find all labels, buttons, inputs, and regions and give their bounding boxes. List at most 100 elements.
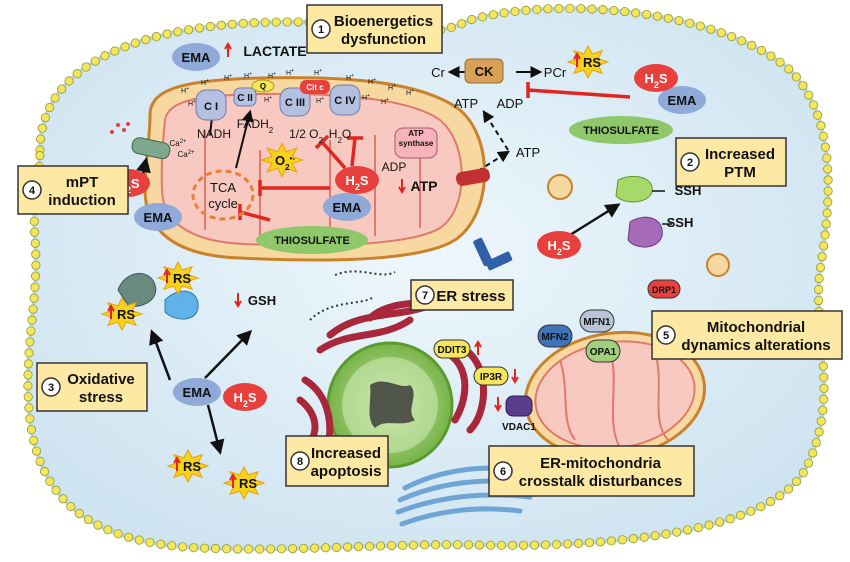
thiosulfate-oval: THIOSULFATE — [569, 116, 673, 144]
vdac1-label: VDAC1 — [502, 422, 536, 433]
h2s-oval: H2S — [537, 231, 581, 259]
ema-oval: EMA — [658, 86, 706, 114]
vesicle — [547, 174, 573, 200]
h2s-oval: H2S — [223, 383, 267, 411]
h2s-label: H2S — [233, 390, 256, 409]
mfn1-pill-label: MFN1 — [583, 317, 611, 328]
adp-top-label: ADP — [497, 96, 524, 111]
proton-label: H+ — [381, 97, 389, 106]
rs-label: RS — [173, 271, 191, 286]
proton-label: H+ — [264, 95, 272, 104]
proton-label: H+ — [268, 71, 276, 80]
ema-oval: EMA — [172, 43, 220, 71]
box-title-line: crosstalk disturbances — [519, 473, 682, 490]
box-number: 7 — [422, 290, 428, 302]
ema-label: EMA — [668, 93, 698, 108]
down-arrow-icon — [234, 293, 242, 308]
mfn1-pill: MFN1 — [579, 309, 615, 333]
thiosulfate-label: THIOSULFATE — [274, 235, 350, 247]
q-label: Q — [260, 82, 266, 91]
box-number: 8 — [297, 456, 303, 468]
ddit3-pill: DDIT3 — [433, 339, 471, 359]
proton-label: H+ — [368, 77, 376, 86]
h2s-label: H2S — [345, 173, 368, 192]
complex-iv: C IV — [334, 95, 356, 107]
mpt-pore — [131, 137, 171, 160]
gsh-label: GSH — [248, 293, 276, 308]
box-number: 2 — [687, 157, 693, 169]
proton-label: H+ — [181, 86, 189, 95]
tca-cycle-ring — [191, 169, 255, 221]
box-number: 5 — [663, 330, 669, 342]
mfn2-pill: MFN2 — [537, 324, 573, 348]
oxygen-label: 1/2 O2 — [289, 127, 323, 145]
box-7: 7 ER stress — [410, 279, 514, 311]
rs-star: RS — [222, 465, 266, 501]
drp1-pill: DRP1 — [647, 279, 681, 299]
proton-markers: H+H+H+H+H+H+H+H+H+H+H+H+H+H+H+H+H+ — [181, 68, 414, 108]
rs-label: RS — [183, 459, 201, 474]
box-number: 1 — [318, 24, 324, 36]
down-arrow-icon — [494, 397, 502, 412]
opa1-pill: OPA1 — [585, 339, 621, 363]
pcr-label: PCr — [544, 65, 567, 80]
ddit3-pill-label: DDIT3 — [438, 345, 467, 356]
complex-iii: C III — [285, 97, 305, 109]
ip3r-pill: IP3R — [473, 366, 509, 386]
box-title-line: mPT — [66, 174, 99, 191]
proton-label: H+ — [201, 78, 209, 87]
inhibition-lines — [238, 82, 631, 222]
box-number: 4 — [29, 185, 36, 197]
tca-label-2: cycle — [208, 196, 238, 211]
atp-synthase-label-1: ATP — [408, 129, 424, 138]
ema-oval: EMA — [134, 203, 182, 231]
ema-oval: EMA — [323, 193, 371, 221]
superoxide-star: O2•- — [259, 142, 305, 178]
down-arrow-icon — [398, 179, 406, 194]
ssh-label-1: SSH — [675, 183, 702, 198]
ema-label: EMA — [333, 200, 363, 215]
centriole-icon — [473, 237, 513, 271]
atp-mito-label: ATP — [411, 178, 438, 194]
ema-label: EMA — [144, 210, 174, 225]
h2s-label: H2S — [547, 238, 570, 257]
cytc-label: Cit c — [306, 83, 324, 92]
up-arrow-icon — [224, 42, 232, 57]
proton-label: H+ — [316, 96, 324, 105]
proton-label: H+ — [406, 88, 414, 97]
proton-label: H+ — [314, 68, 322, 77]
box-title-line: Increased — [311, 445, 381, 462]
mfn2-pill-label: MFN2 — [541, 332, 569, 343]
atp-right-label: ATP — [516, 145, 540, 160]
ca-label-2: Ca2+ — [177, 150, 195, 159]
up-arrow-icon — [474, 340, 482, 355]
box-title-line: Increased — [705, 146, 775, 163]
box-number: 3 — [48, 382, 54, 394]
box-number: 6 — [500, 466, 506, 478]
atp-synthase — [394, 127, 438, 159]
h2s-oval: H2S — [634, 64, 678, 92]
proton-label: H+ — [388, 83, 396, 92]
box-title-line: Oxidative — [67, 371, 135, 388]
thiosulfate-label: THIOSULFATE — [583, 125, 659, 137]
h2s-oval: H2S — [335, 166, 379, 194]
lactate-label: LACTATE — [243, 43, 306, 59]
complex-i: C I — [204, 101, 218, 113]
fadh-label: FADH2 — [237, 117, 274, 135]
box-title-line: PTM — [724, 164, 756, 181]
tca-label-1: TCA — [210, 180, 236, 195]
box-title-line: stress — [79, 389, 123, 406]
box-title-line: ER stress — [436, 288, 505, 305]
vdac1-shape — [505, 395, 533, 417]
ema-label: EMA — [182, 50, 212, 65]
rs-label: RS — [239, 476, 257, 491]
atp-synthase-label-2: synthase — [399, 139, 434, 148]
